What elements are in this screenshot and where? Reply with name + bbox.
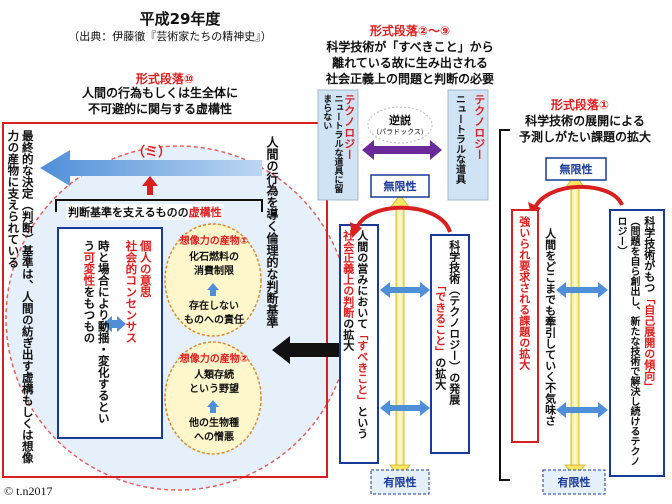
variability-box xyxy=(57,227,163,439)
page-title: 平成29年度 xyxy=(139,10,221,28)
support-prefix: 判断基準を支えるものの xyxy=(68,206,189,219)
mi-label: （ミ） xyxy=(132,145,172,160)
forced-issues-text: 強いられ要求される課題の拡大 xyxy=(517,216,531,370)
time-variability: 時と場合により動揺・変化するという可変性をもつもの xyxy=(82,240,111,424)
paradox-label: 逆説 xyxy=(389,114,411,127)
paradox-sub: （パラドックス） xyxy=(372,128,428,136)
science-em-text: 「できること」の拡大 xyxy=(433,280,447,390)
human-affairs-text: 人間の営みにおいて「すべきこと」という xyxy=(355,230,369,439)
bracket-top xyxy=(55,199,263,212)
middle-line2: 離れている故に生み出される xyxy=(332,56,488,70)
tendency-sub-text: （問題を自ら創出し、新たな技術で解決し続けるテクノロジー） xyxy=(615,216,639,466)
neutral-left: ニュートラルな道具に留まらない xyxy=(321,94,343,193)
right-line1: 科学技術の展開による xyxy=(525,114,645,128)
science-box xyxy=(430,234,470,454)
paradox-arrow xyxy=(362,140,442,160)
tendency-text: 科学技術がもつ「自己展開の傾向」 xyxy=(642,216,656,392)
science-text: 科学技術（テクノロジー）の発展 xyxy=(447,240,461,405)
product2-line2: という野望 xyxy=(189,384,239,395)
infinite-middle: 無限性 xyxy=(383,180,417,193)
forced-issues-box xyxy=(511,209,539,443)
left-heading: 形式段落⑩ xyxy=(135,72,195,86)
final-decision-text: 最終的な決定（判断）基準は、人間の紡ぎ出す虚構もしくは想像力の産物に支えられてい… xyxy=(6,130,35,464)
black-left-arrow xyxy=(272,336,340,364)
product1-title: 想像力の産物① xyxy=(179,236,249,247)
middle-line1: 科学技術が「すべきこと」から xyxy=(326,40,494,54)
right-human-text: 人間をどこまでも牽引していく不気味さ xyxy=(543,228,557,426)
justice-text: 社会正義上の判断の拡大 xyxy=(341,230,355,351)
mi-arrow xyxy=(40,150,262,186)
product2-line1: 人類存続 xyxy=(194,370,234,381)
product1-line3: 存在しない xyxy=(189,301,239,312)
finite-right: 有限性 xyxy=(557,476,591,489)
product2-line3: 他の生物種 xyxy=(189,418,239,429)
finite-middle: 有限性 xyxy=(383,476,417,489)
support-em: 虚構性 xyxy=(188,206,222,219)
tech-label-right: テクノロジー xyxy=(472,94,486,160)
neutral-right: ニュートラルな道具 xyxy=(453,94,465,184)
tendency-box xyxy=(609,209,665,477)
individual-will: 個人の意思社会的コンセンサス xyxy=(124,240,153,344)
tech-label-left: テクノロジー xyxy=(342,94,356,160)
cloud-2 xyxy=(164,341,262,455)
product2-line4: への憎悪 xyxy=(194,432,234,443)
support-text: 判断基準を支えるものの虚構性 xyxy=(66,204,224,220)
middle-heading: 形式段落②～⑨ xyxy=(369,24,451,38)
cloud-1 xyxy=(164,223,262,337)
small-red-arrow xyxy=(142,176,158,195)
source-citation: （出典：伊藤徹『芸術家たちの精神史』） xyxy=(68,30,272,43)
right-red-curve xyxy=(532,184,624,211)
right-heading: 形式段落① xyxy=(550,98,610,112)
product1-line2: 消費制限 xyxy=(194,266,234,277)
product2-title: 想像力の産物② xyxy=(179,354,249,365)
right-line2: 予測しがたい課題の拡大 xyxy=(518,130,651,144)
middle-red-curve xyxy=(354,205,452,233)
left-frame xyxy=(2,122,328,478)
left-subtitle-1: 人間の行為もしくは生全体に xyxy=(81,86,238,100)
product1-line4: ものへの責任 xyxy=(184,315,244,326)
right-bracket xyxy=(499,129,510,481)
infinite-right: 無限性 xyxy=(559,163,593,176)
product1-line1: 化石燃料の xyxy=(189,252,239,263)
copyright: © t.n2017 xyxy=(4,484,53,498)
left-subtitle-2: 不可避的に関与する虚構性 xyxy=(87,102,232,116)
ethics-text: 人間の行為を導く倫理的な判断基準 xyxy=(265,136,279,328)
middle-line3: 社会正義上の問題と判断の必要 xyxy=(325,72,494,86)
